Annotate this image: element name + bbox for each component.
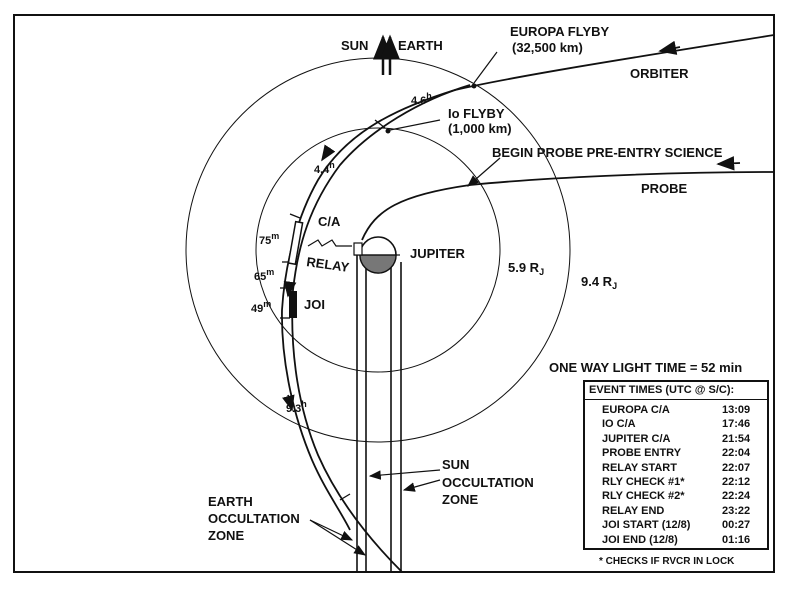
relay-label: RELAY [306,254,351,275]
earth-zone-label-3: ZONE [208,528,244,543]
event-name: RELAY END [602,504,665,517]
table-row: JUPITER C/A 21:54 [602,432,767,446]
event-time: 22:24 [722,490,751,503]
frame-border [13,14,775,573]
event-time: 22:04 [722,447,751,460]
joi-segment [289,291,297,318]
event-name: RLY CHECK #1* [602,476,685,489]
event-name: EUROPA C/A [602,404,670,416]
table-footnote: * CHECKS IF RVCR IN LOCK [599,556,735,567]
event-time: 22:12 [722,476,751,489]
event-time: 01:16 [722,533,751,546]
probe-trajectory [361,171,775,241]
begin-probe-leader [467,157,501,187]
io-flyby-distance: (1,000 km) [448,121,512,136]
orbiter-trajectory [281,34,775,531]
event-name: IO C/A [602,418,636,431]
europa-flyby-leader [473,51,498,84]
event-name: PROBE ENTRY [602,447,682,460]
event-name: JUPITER C/A [602,432,671,445]
table-row: RLY CHECK #1* 22:12 [602,475,767,489]
earth-zone-label-1: EARTH [208,494,253,509]
table-row: PROBE ENTRY 22:04 [602,446,767,460]
event-time: 00:27 [722,519,751,532]
inner-radius-label: 5.9 RJ [508,260,544,277]
event-table-rows: EUROPA C/A 13:09 IO C/A 17:46 JUPITER C/A 2… [585,400,767,547]
event-time: 22:07 [722,461,751,474]
io-flyby-label: Io FLYBY [448,106,505,121]
event-name: JOI START (12/8) [602,519,691,532]
table-row: JOI END (12/8) 01:16 [602,533,767,547]
io-flyby-leader [389,119,441,131]
sun-zone-label-3: ZONE [442,492,478,507]
event-name: JOI END (12/8) [602,533,678,546]
begin-probe-label: BEGIN PROBE PRE-ENTRY SCIENCE [492,145,723,160]
probe-label: PROBE [641,181,688,196]
one-way-light-time: ONE WAY LIGHT TIME = 52 min [549,360,743,375]
earth-zone-label-2: OCCULTATION [208,511,300,526]
table-row: RLY CHECK #2* 22:24 [602,489,767,503]
sun-zone-label-1: SUN [442,457,469,472]
event-name: RLY CHECK #2* [602,490,685,503]
time-mark-4-6h: 4.6h [411,91,432,107]
event-time: 23:22 [722,504,751,517]
relay-segment [287,220,304,266]
table-row: EUROPA C/A 13:09 [602,403,767,417]
inner-radius-circle [255,127,501,373]
earth-zone-leader-1 [309,519,354,541]
table-row: RELAY END 23:22 [602,504,767,518]
event-time: 21:54 [722,432,751,445]
relay-link-zigzag [307,239,352,247]
occultation-zone-lines [356,255,402,572]
joi-label: JOI [304,297,325,312]
event-name: RELAY START [602,461,677,474]
time-mark-65m: 65m [254,267,274,283]
table-row: RELAY START 22:07 [602,461,767,475]
sun-zone-leader-2 [368,469,441,480]
time-mark-4-4h: 4.4h [314,160,335,176]
probe-entry-marker [353,242,363,256]
earth-direction-label: EARTH [398,38,443,53]
jupiter-label: JUPITER [410,246,466,261]
orbiter-label: ORBITER [630,66,689,81]
time-mark-49m: 49m [251,299,271,315]
europa-flyby-label: EUROPA FLYBY [510,24,610,39]
io-flyby-dot [385,128,391,134]
ca-label: C/A [318,214,341,229]
europa-flyby-distance: (32,500 km) [512,40,583,55]
time-mark-75m: 75m [259,231,279,247]
event-table-title: EVENT TIMES (UTC @ S/C): [585,382,767,400]
sun-earth-direction-arrows [373,34,400,75]
europa-flyby-dot [471,83,477,89]
sun-zone-label-2: OCCULTATION [442,475,534,490]
table-row: JOI START (12/8) 00:27 [602,518,767,532]
event-time: 17:46 [722,418,751,431]
earth-zone-leader-2 [309,519,367,556]
outer-radius-label: 9.4 RJ [581,274,617,291]
sun-direction-label: SUN [341,38,368,53]
table-row: IO C/A 17:46 [602,417,767,431]
event-time: 13:09 [722,404,751,416]
time-mark-9-3h: 9.3h [286,399,307,415]
sun-zone-leader-1 [402,479,441,492]
event-times-table: EVENT TIMES (UTC @ S/C): EUROPA C/A 13:09… [583,380,769,550]
trajectory-arrows [282,40,741,412]
